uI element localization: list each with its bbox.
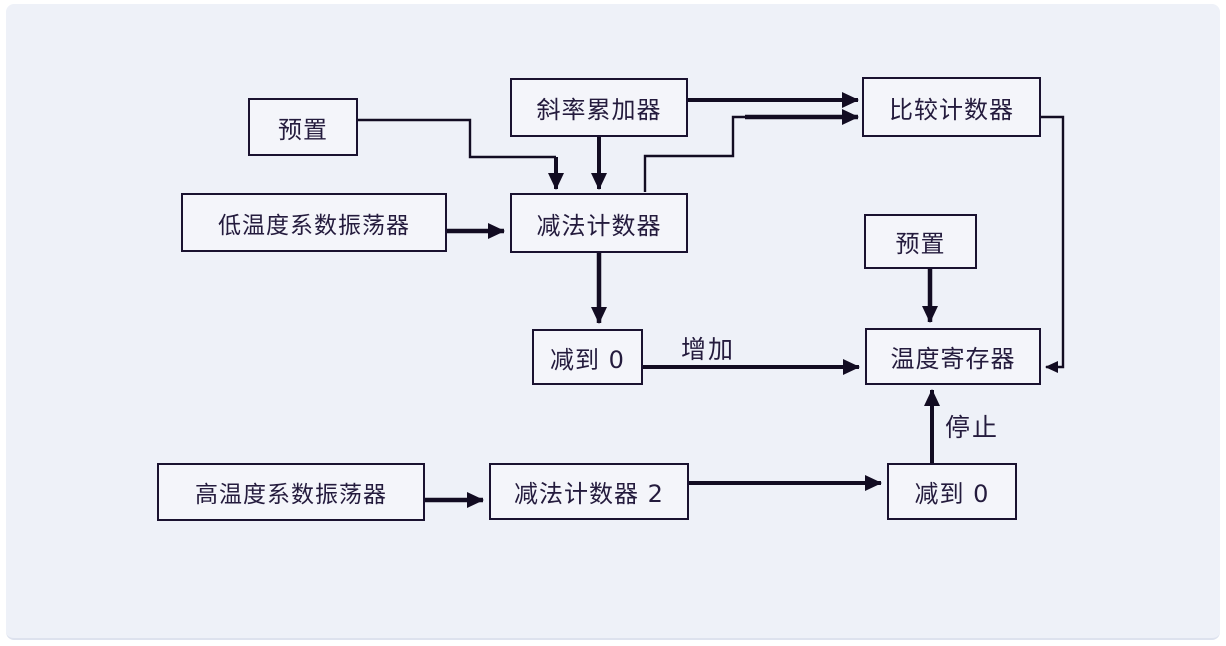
node-preset-top-label: 预置 xyxy=(278,115,328,144)
node-preset-top: 预置 xyxy=(248,98,358,156)
node-low-temp-oscillator: 低温度系数振荡器 xyxy=(181,193,447,252)
node-slope-accumulator: 斜率累加器 xyxy=(510,78,688,137)
node-high-temp-oscillator: 高温度系数振荡器 xyxy=(157,463,425,521)
node-sub-counter-2: 减法计数器 2 xyxy=(489,463,689,520)
node-temp-register-label: 温度寄存器 xyxy=(890,345,1016,373)
node-sub-counter-1: 减法计数器 xyxy=(510,193,688,253)
node-preset-right: 预置 xyxy=(864,214,977,269)
node-slope-accumulator-label: 斜率累加器 xyxy=(536,96,662,124)
node-reduce-zero-2: 减到 0 xyxy=(887,463,1017,520)
node-compare-counter-label: 比较计数器 xyxy=(889,95,1014,124)
edge-label-increase: 增加 xyxy=(680,335,735,364)
node-reduce-zero-1-label: 减到 0 xyxy=(550,345,625,374)
node-sub-counter-2-label: 减法计数器 2 xyxy=(514,480,664,508)
node-sub-counter-1-label: 减法计数器 xyxy=(536,211,662,240)
node-reduce-zero-1: 减到 0 xyxy=(532,329,643,385)
node-low-temp-oscillator-label: 低温度系数振荡器 xyxy=(218,212,410,239)
node-reduce-zero-2-label: 减到 0 xyxy=(914,480,990,508)
node-high-temp-oscillator-label: 高温度系数振荡器 xyxy=(195,482,387,508)
node-preset-right-label: 预置 xyxy=(895,230,946,258)
edge-label-stop: 停止 xyxy=(944,413,999,442)
node-temp-register: 温度寄存器 xyxy=(865,328,1041,385)
node-compare-counter: 比较计数器 xyxy=(862,77,1041,137)
